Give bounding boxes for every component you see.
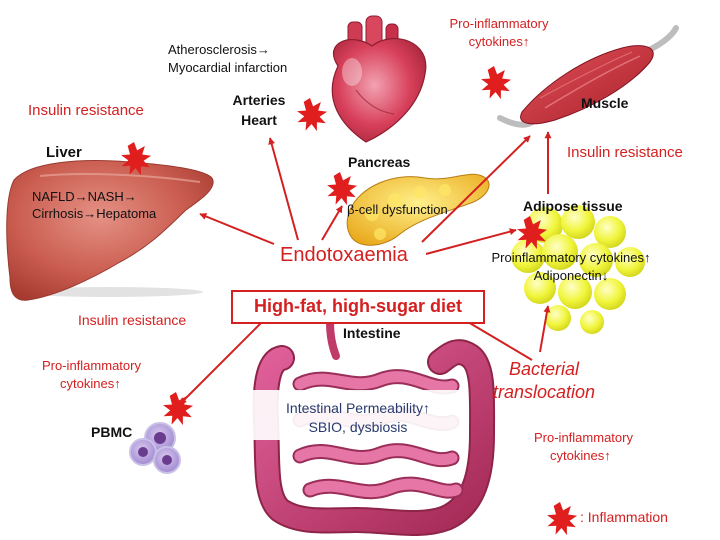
bottom-cytokines-line1: Pro-inflammatory — [534, 430, 633, 445]
inflammation-star-icon-liver — [121, 142, 152, 176]
pancreas-condition: β-cell dysfunction — [347, 202, 448, 217]
bacterial-translocation-line1: Bacterial — [508, 359, 580, 379]
adipose-condition-line1: Proinflammatory cytokines↑ — [491, 250, 651, 265]
bacterial-translocation-label: Bacterial translocation — [474, 358, 614, 403]
diet-box — [231, 290, 485, 324]
inflammation-star-icon-pancreas — [327, 172, 358, 206]
intestine-condition-line2: SBIO, dysbiosis — [308, 418, 408, 435]
arrow-endotoxaemia-to-pancreas — [321, 205, 343, 241]
muscle-illustration — [497, 25, 679, 128]
muscle-name: Muscle — [581, 95, 629, 111]
heart-condition-line2: Myocardial infarction — [168, 59, 288, 75]
muscle-cytokines-line1: Pro-inflammatory — [449, 16, 549, 31]
arrow-endotoxaemia-to-adipose — [425, 228, 517, 255]
pancreas-illustration — [346, 173, 490, 246]
liver-illustration — [6, 160, 214, 301]
liver-condition-line1: NAFLD→NASH→ — [32, 189, 137, 204]
pbmc-cytokines-line1: Pro-inflammatory — [42, 358, 141, 373]
pbmc-cytokines-line2: cytokines↑ — [60, 375, 121, 391]
pbmc-name: PBMC — [91, 424, 133, 440]
arrow-endotoxaemia-to-muscle — [421, 135, 531, 243]
inflammation-star-icon-muscle — [481, 66, 512, 100]
diet-label: High-fat, high-sugar diet — [254, 296, 462, 316]
intestine-condition-line1: Intestinal Permeability↑ — [286, 400, 430, 416]
heart-name: Arteries Heart — [222, 91, 296, 130]
intestine-info-box — [252, 390, 464, 440]
adipose-conditions: Proinflammatory cytokines↑ Adiponectin↓ — [462, 249, 680, 284]
insulin-resistance-liver: Insulin resistance — [28, 102, 144, 119]
heart-conditions: Atherosclerosis→ Myocardial infarction — [168, 41, 287, 76]
liver-condition-line2: Cirrhosis→Hepatoma — [32, 205, 157, 221]
intestine-conditions: Intestinal Permeability↑ SBIO, dysbiosis — [252, 399, 464, 437]
adipose-illustration — [511, 205, 645, 334]
insulin-resistance-lower: Insulin resistance — [78, 312, 187, 328]
heart-illustration — [331, 15, 427, 143]
intestine-name: Intestine — [343, 325, 401, 341]
line-diet-to-translocation — [467, 321, 533, 361]
inflammation-stars — [121, 66, 578, 536]
liver-conditions: NAFLD→NASH→ Cirrhosis→Hepatoma — [32, 189, 156, 223]
pancreas-name: Pancreas — [348, 154, 411, 170]
arrow-endotoxaemia-to-heart — [268, 137, 299, 241]
muscle-cytokines: Pro-inflammatory cytokines↑ — [424, 15, 574, 50]
adipose-name: Adipose tissue — [523, 198, 623, 214]
inflammation-star-icon-heart — [297, 98, 328, 132]
heart-name-line1: Arteries — [232, 92, 286, 108]
arrow-translocation-to-adipose — [539, 305, 551, 353]
heart-condition-line1: Atherosclerosis→ — [168, 42, 270, 57]
arrow-diet-to-pbmc — [179, 321, 263, 405]
inflammation-star-icon-legend — [547, 502, 578, 536]
muscle-cytokines-line2: cytokines↑ — [468, 33, 530, 49]
arrow-endotoxaemia-to-liver — [199, 213, 275, 245]
pbmc-cytokines: Pro-inflammatory cytokines↑ — [42, 357, 141, 392]
bottom-cytokines-line2: cytokines↑ — [550, 447, 611, 463]
bottom-cytokines: Pro-inflammatory cytokines↑ — [534, 429, 633, 464]
pbmc-illustration — [129, 422, 181, 474]
inflammation-star-icon-adipose — [517, 216, 548, 250]
adipose-condition-line2: Adiponectin↓ — [533, 267, 609, 283]
insulin-resistance-muscle: Insulin resistance — [567, 144, 683, 161]
endotoxaemia-label: Endotoxaemia — [280, 244, 408, 266]
liver-name: Liver — [46, 144, 82, 161]
legend-label: : Inflammation — [580, 509, 668, 525]
bacterial-translocation-line2: translocation — [492, 381, 596, 402]
inflammation-star-icon-pbmc — [163, 392, 194, 426]
heart-name-line2: Heart — [241, 111, 277, 128]
